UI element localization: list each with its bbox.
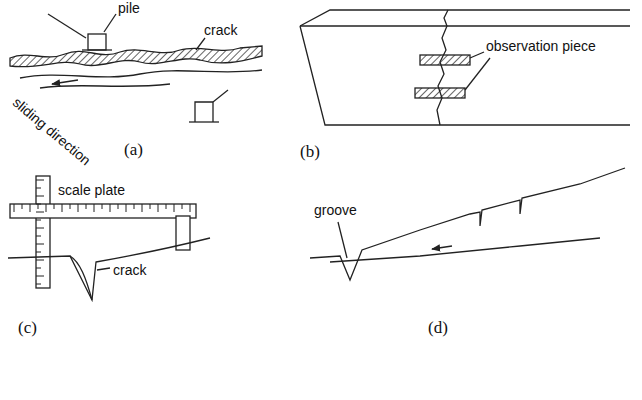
scale-tick	[36, 188, 41, 189]
leader-line	[465, 58, 490, 90]
part-label: crack	[204, 22, 237, 38]
scale-plate-vertical	[36, 176, 50, 288]
survey-line	[213, 90, 228, 102]
scale-tick	[36, 276, 44, 277]
pile-symbol	[195, 102, 213, 122]
part-label: observation piece	[486, 38, 596, 54]
scale-tick	[158, 204, 159, 212]
block-face	[300, 26, 630, 125]
part-label: crack	[113, 262, 146, 278]
crack-line	[437, 10, 448, 125]
direction-label: sliding direction	[10, 94, 94, 168]
scale-tick	[118, 204, 119, 209]
scale-tick	[150, 204, 151, 209]
pile-base	[82, 49, 112, 50]
scale-tick	[190, 204, 191, 212]
crack-line	[70, 256, 92, 300]
slope-surface	[310, 168, 625, 280]
leader-line	[470, 52, 484, 58]
slip-line	[40, 84, 170, 88]
scale-tick	[38, 204, 39, 209]
scale-tick	[30, 204, 31, 212]
scale-tick	[36, 268, 41, 269]
scale-tick	[86, 204, 87, 209]
scale-tick	[182, 204, 183, 209]
scale-tick	[70, 204, 71, 209]
crack-band	[10, 46, 262, 67]
scale-plate-horizontal	[10, 204, 196, 218]
scale-tick	[62, 204, 63, 212]
scale-tick	[110, 204, 111, 212]
scale-tick	[36, 284, 41, 285]
scale-tick	[36, 260, 44, 261]
leader-line	[196, 38, 205, 50]
scale-tick	[36, 228, 44, 229]
pile-base	[189, 121, 219, 122]
scale-tick	[102, 204, 103, 209]
sliding-arrow	[52, 80, 78, 84]
observation-piece	[415, 88, 465, 98]
scale-tick	[14, 204, 15, 212]
survey-line	[48, 14, 86, 38]
observation-piece	[420, 55, 470, 65]
scale-tick	[142, 204, 143, 212]
sliding-arrow	[432, 246, 452, 249]
scale-tick	[36, 244, 44, 245]
part-label: pile	[118, 0, 140, 16]
scale-tick	[78, 204, 79, 212]
scale-tick	[94, 204, 95, 212]
block-edge	[300, 25, 630, 26]
scale-tick	[46, 204, 47, 212]
panel-tag: (d)	[428, 318, 448, 337]
slip-line	[20, 70, 262, 78]
part-label: groove	[314, 202, 357, 218]
slip-surface	[330, 238, 600, 262]
scale-tick	[36, 196, 44, 197]
leader-line	[338, 222, 347, 258]
panel-tag: (c)	[18, 318, 37, 337]
scale-tick	[36, 204, 41, 205]
scale-tick	[36, 236, 41, 237]
leader-line	[104, 14, 116, 32]
part-label: scale plate	[58, 182, 125, 198]
ground-line	[8, 238, 210, 300]
scale-tick	[36, 212, 44, 213]
scale-tick	[174, 204, 175, 212]
scale-tick	[36, 220, 41, 221]
scale-tick	[36, 252, 41, 253]
panel-tag: (b)	[300, 142, 320, 161]
scale-tick	[22, 204, 23, 209]
scale-tick	[36, 180, 44, 181]
block-top	[300, 10, 630, 26]
scale-ticks	[14, 180, 190, 284]
panel-tag: (a)	[124, 140, 143, 159]
scale-tick	[166, 204, 167, 209]
leader-line	[97, 268, 110, 270]
pile-symbol	[88, 34, 106, 50]
scale-tick	[126, 204, 127, 212]
scale-tick	[54, 204, 55, 209]
scale-tick	[134, 204, 135, 209]
